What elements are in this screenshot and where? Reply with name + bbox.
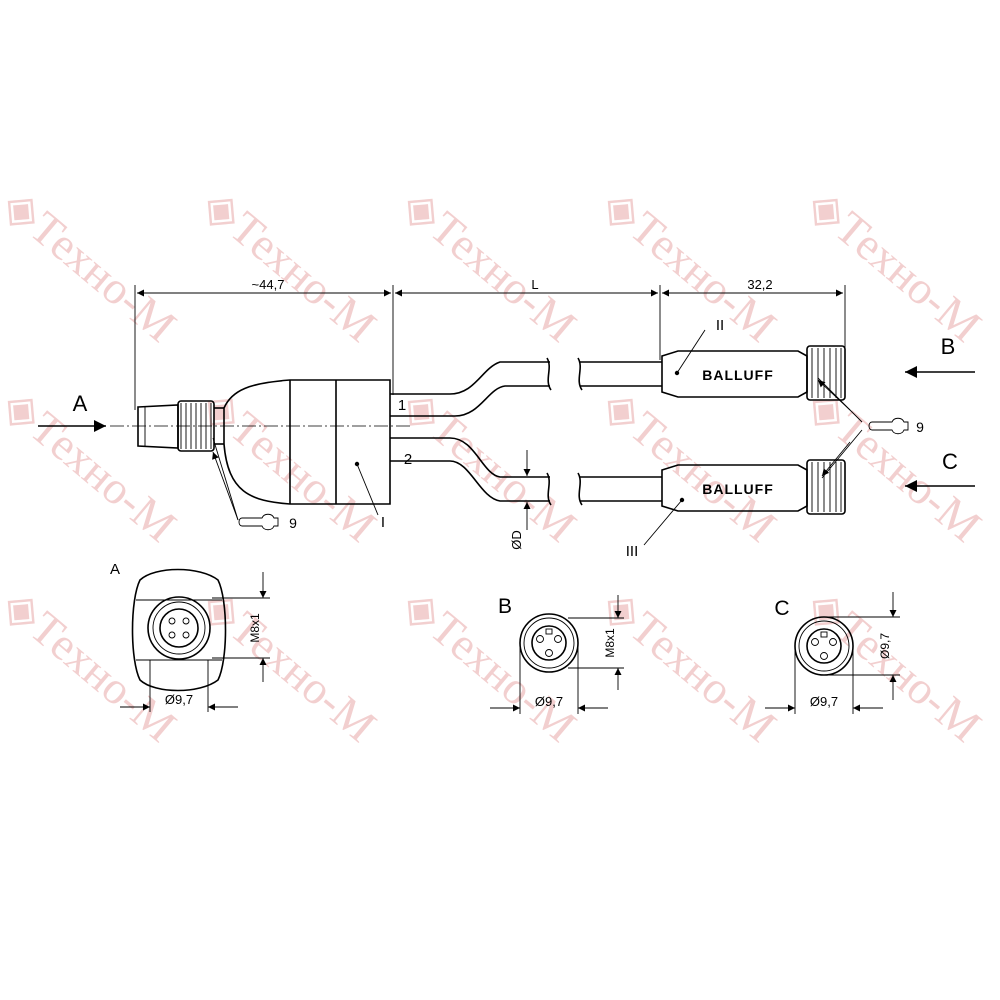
view-a-title: A — [110, 561, 120, 578]
callout-splitter: I — [381, 514, 385, 531]
brand-logo-bottom: BALLUFF — [702, 481, 774, 497]
view-b-thread: M8x1 — [603, 628, 617, 658]
end-view-b: B Ø9,7 M8x1 — [490, 595, 624, 714]
female-connector-top: BALLUFF — [661, 345, 846, 401]
watermark-text: ◈Техно-М — [594, 579, 786, 752]
cable-branch-top — [390, 357, 662, 417]
splitter-body — [223, 379, 391, 505]
callout-leaders: I II III 9 9 — [212, 317, 924, 560]
view-arrow-a-label: A — [73, 391, 88, 416]
watermark-text: ◈Техно-М — [799, 179, 991, 352]
end-view-a: A Ø9,7 M8x1 — [110, 561, 270, 712]
dimension-cable-length: L — [531, 277, 538, 292]
view-b-diameter: Ø9,7 — [535, 694, 563, 709]
view-arrows: A B C — [38, 334, 975, 492]
watermark-text: ◈Техно-М — [594, 179, 786, 352]
watermark-text: ◈Техно-М — [799, 379, 991, 552]
watermark-text: ◈Техно-М — [394, 179, 586, 352]
view-a-thread: M8x1 — [248, 613, 262, 643]
watermark-text: ◈Техно-М — [0, 379, 186, 552]
brand-logo-top: BALLUFF — [702, 367, 774, 383]
branch-2-label: 2 — [404, 451, 412, 468]
view-arrow-c-label: C — [942, 449, 958, 474]
watermark-layer: ◈Техно-М ◈Техно-М ◈Техно-М ◈Техно-М ◈Тех… — [0, 179, 991, 752]
watermark-text: ◈Техно-М — [194, 179, 386, 352]
wrench-right-label: 9 — [916, 419, 924, 435]
callout-connector-top: II — [716, 317, 724, 334]
cable-diameter-label: ØD — [509, 530, 524, 550]
cable-branch-bottom — [390, 437, 662, 506]
cable-diameter-dimension: ØD — [509, 450, 534, 550]
dimension-left-length: ~44,7 — [252, 277, 285, 292]
female-connector-bottom: BALLUFF — [661, 459, 846, 515]
wrench-left-label: 9 — [289, 515, 297, 531]
view-arrow-b-label: B — [941, 334, 956, 359]
view-a-diameter: Ø9,7 — [165, 692, 193, 707]
top-dimensions: ~44,7 L 32,2 — [134, 277, 846, 410]
end-view-c: C Ø9,7 Ø9,7 — [765, 592, 900, 714]
male-connector — [137, 400, 224, 452]
view-c-diameter: Ø9,7 — [810, 694, 838, 709]
callout-connector-bottom: III — [626, 543, 639, 560]
watermark-text: ◈Техно-М — [0, 179, 186, 352]
view-c-height: Ø9,7 — [878, 633, 892, 659]
view-c-title: C — [774, 597, 789, 620]
watermark-text: ◈Техно-М — [394, 579, 586, 752]
view-b-title: B — [498, 595, 512, 618]
watermark-text: ◈Техно-М — [799, 579, 991, 752]
branch-1-label: 1 — [398, 397, 406, 414]
dimension-right-length: 32,2 — [747, 277, 772, 292]
watermark-text: ◈Техно-М — [394, 379, 586, 552]
